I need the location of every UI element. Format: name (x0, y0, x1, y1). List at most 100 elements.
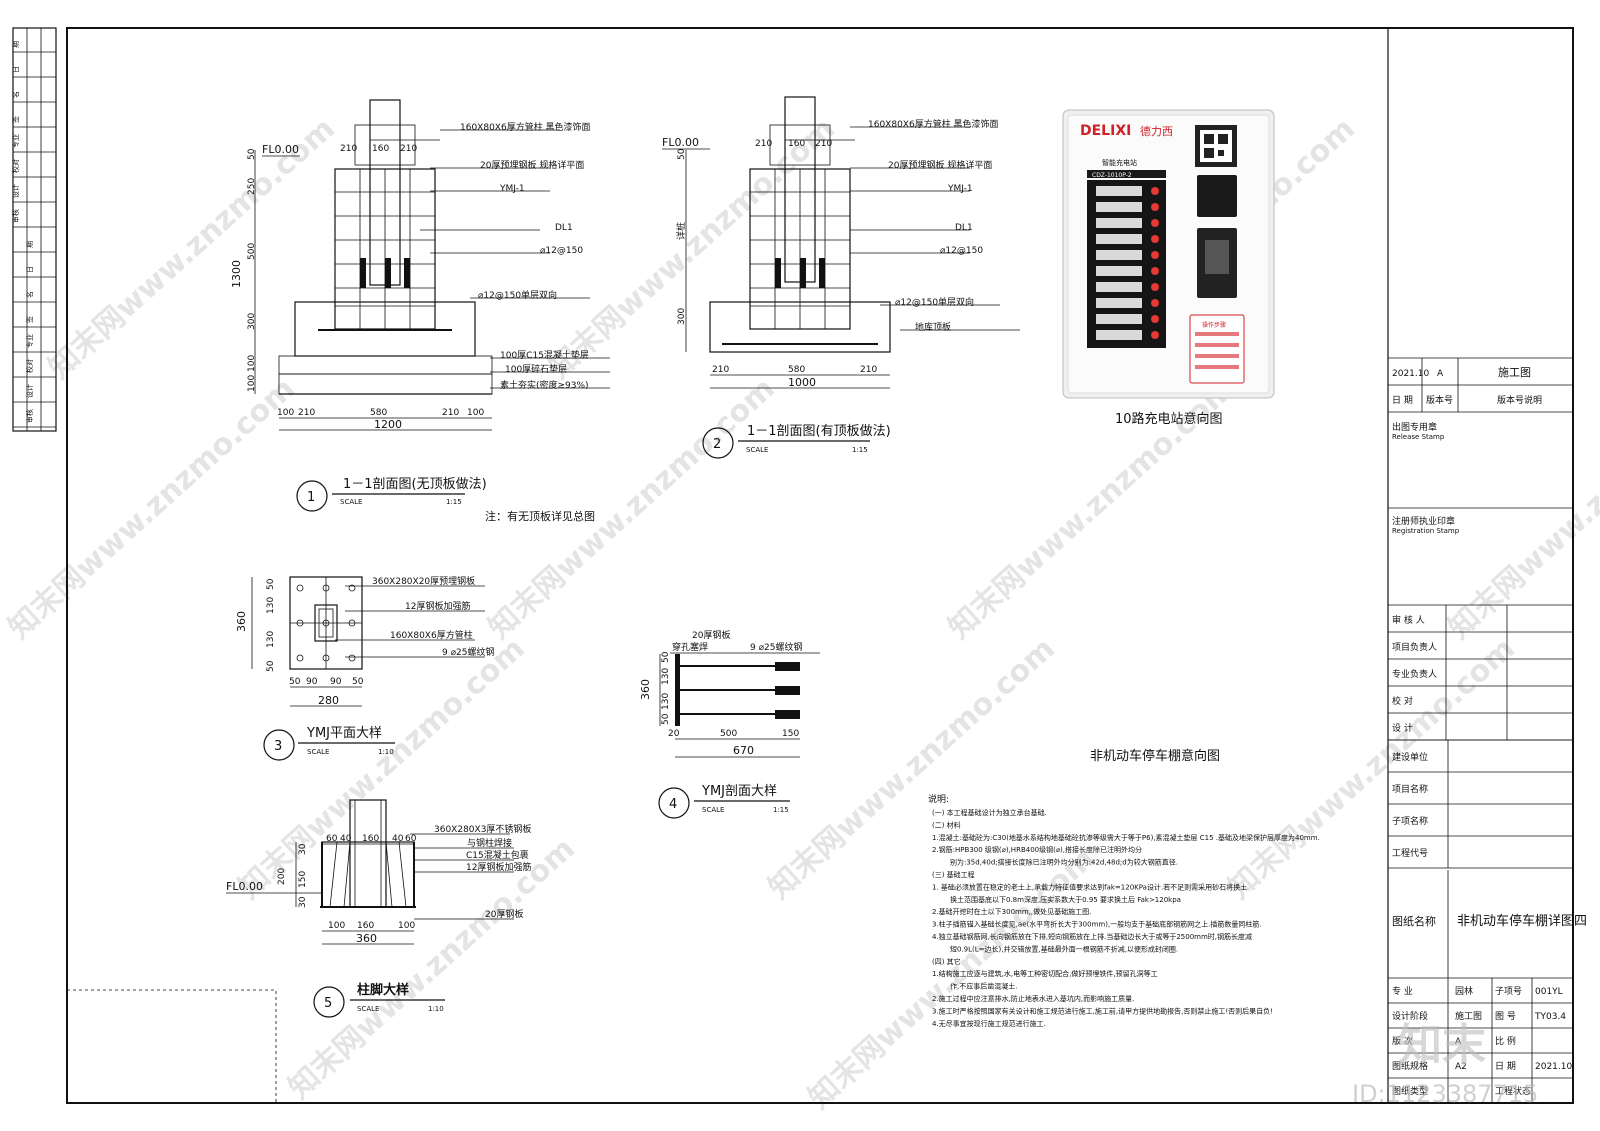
port-display (1096, 186, 1142, 196)
detail3-left-dims: 50 (266, 578, 276, 590)
detail5-top-dims: 60 (405, 834, 417, 844)
drawing-name: 非机动车停车棚详图四 (1457, 913, 1587, 929)
note-line: 换土范围基底以下0.8m深度,压实系数大于0.95 要求换土后 Fak>120k… (950, 895, 1181, 904)
detail5-top-dims: 60 (326, 834, 338, 844)
release-stamp-en: Release Stamp (1392, 433, 1445, 441)
d1-note: 注：有无顶板详见总图 (485, 509, 595, 523)
bolt-hole (296, 584, 304, 592)
side-strip-label: 设计 (11, 184, 20, 198)
info-label-2: 图 号 (1495, 1011, 1516, 1022)
detail3-bottom-dims: 50 (289, 677, 301, 687)
project-field-label: 建设单位 (1392, 751, 1428, 763)
detail1-callouts: 素土夯实(密度≥93%) (500, 379, 589, 391)
d4-number: 4 (669, 797, 677, 812)
port-button (1151, 315, 1159, 323)
d4-scale-label: SCALE (702, 806, 724, 814)
d4-scale: 1:15 (773, 806, 789, 814)
detail1-callouts: 100厚C15混凝土垫层 (500, 349, 589, 361)
detail2-bottom-dims: 580 (788, 365, 805, 375)
role-label: 专业负责人 (1392, 668, 1437, 680)
detail5-callouts: C15混凝土包裹 (466, 849, 529, 861)
port-button (1151, 235, 1159, 243)
bolt-hole (296, 654, 304, 662)
role-label: 设 计 (1392, 722, 1413, 734)
detail5-top-dims: 40 (340, 834, 352, 844)
d3-scale: 1:10 (378, 748, 394, 756)
port-button (1151, 299, 1159, 307)
corner-logo: 知末 (1398, 1020, 1486, 1071)
detail5-callouts: 20厚钢板 (485, 908, 523, 920)
detail3-bottom-dims: 50 (352, 677, 364, 687)
detail4-left-dims: 50 (661, 651, 671, 663)
d5-scale-label: SCALE (357, 1005, 379, 1013)
port-display (1096, 330, 1142, 340)
detail1-callouts: 20厚预埋钢板 规格详平面 (480, 159, 584, 171)
side-strip-label: 专业 (25, 334, 34, 348)
detail3-bottom-dims: 90 (306, 677, 318, 687)
notice-title: 操作步骤 (1202, 321, 1226, 329)
detail5-left-dims: 30 (298, 843, 308, 855)
rev-date: 2021.10 (1392, 369, 1429, 379)
d5-title: 柱脚大样 (357, 982, 409, 998)
d3-number: 3 (274, 739, 282, 754)
d1-scale-label: SCALE (340, 498, 362, 506)
d2-scale: 1:15 (852, 446, 868, 454)
detail1-left-dims: 300 (247, 313, 257, 330)
detail4-callouts: 穿孔塞焊 (672, 641, 708, 653)
detail2-callouts: 地库顶板 (915, 321, 951, 333)
detail1-callouts: ⌀12@150单层双向 (478, 289, 557, 301)
note-line: 2.钢筋:HPB300 级钢(⌀),HRB400级钢(⌀),搭接长度除已注明外均… (932, 845, 1142, 854)
detail4-bottom-dims: 150 (782, 729, 799, 739)
info-value: A2 (1455, 1062, 1467, 1072)
detail5-top-dims: 40 (392, 834, 404, 844)
rev-header-version: 版本号 (1426, 394, 1453, 406)
d2-fl: FL0.00 (662, 136, 699, 149)
panel-title: 智能充电站 (1102, 158, 1137, 167)
detail2-callouts: 160X80X6厚方管柱 黑色漆饰面 (868, 118, 999, 130)
d1-scale: 1:15 (446, 498, 462, 506)
project-field-label: 项目名称 (1392, 783, 1428, 795)
d4-overall-width: 670 (733, 744, 754, 757)
d5-overall-width: 360 (356, 932, 377, 945)
role-label: 审 核 人 (1392, 614, 1425, 626)
note-line: 1. 基础必须放置在稳定的老土上,承载力特征值要求达到fak=120KPa设计.… (932, 882, 1247, 891)
port-display (1096, 314, 1142, 324)
panel-model: CDZ-1010P-2 (1092, 172, 1132, 179)
port-button (1151, 219, 1159, 227)
detail2-top-dims: 160 (788, 139, 805, 149)
side-strip-label: 校对 (25, 359, 34, 373)
note-line: 4.无尽事宜按现行施工规范进行施工. (932, 1019, 1046, 1028)
note-line: (三) 基础工程 (932, 870, 975, 879)
note-line: (一) 本工程基础设计为独立承台基础. (932, 808, 1047, 817)
project-field-label: 工程代号 (1392, 848, 1428, 859)
detail3-callouts: 160X80X6厚方管柱 (390, 629, 473, 641)
side-strip-label: 名 (25, 291, 34, 298)
bolt-hole (322, 654, 330, 662)
side-strip-label: 期 (26, 241, 34, 248)
info-value-2: 001YL (1535, 987, 1563, 997)
note-line: 3.柱子插筋锚入基础长度见,ae(水平弯折长大于300mm),一般均支于基础底部… (932, 920, 1262, 929)
d2-title: 1－1剖面图(有顶板做法) (747, 424, 891, 439)
note-line: 1.混凝土:基础砼为:C30(地基水系结构地基础砼抗渗等级需大于等于P6),素混… (932, 833, 1320, 842)
detail4-left-dims: 130 (661, 668, 671, 685)
detail5-callouts: 12厚钢板加强筋 (466, 861, 531, 873)
detail2-left-dims: 50 (677, 148, 687, 160)
detail4-left-dims: 50 (661, 713, 671, 725)
charger-ports (1096, 186, 1159, 340)
id-text: ID:1123387715 (1352, 1080, 1538, 1108)
note-line: 2.基础开挖时在土以下300mm,,做处见基础施工图. (932, 907, 1091, 916)
d3-bolts (296, 584, 356, 662)
side-strip-label: 设计 (25, 384, 34, 398)
d3-scale-label: SCALE (307, 748, 329, 756)
rev-version: A (1437, 369, 1444, 379)
watermark-text: 知末网www.znzmo.com (802, 841, 1102, 1116)
detail4-callouts: 20厚钢板 (692, 629, 730, 641)
role-label: 项目负责人 (1392, 641, 1437, 653)
detail3-callouts: 360X280X20厚预埋钢板 (372, 575, 475, 587)
watermark-text: 知末网www.znzmo.com (2, 371, 302, 646)
detail3-bottom-dims: 90 (330, 677, 342, 687)
